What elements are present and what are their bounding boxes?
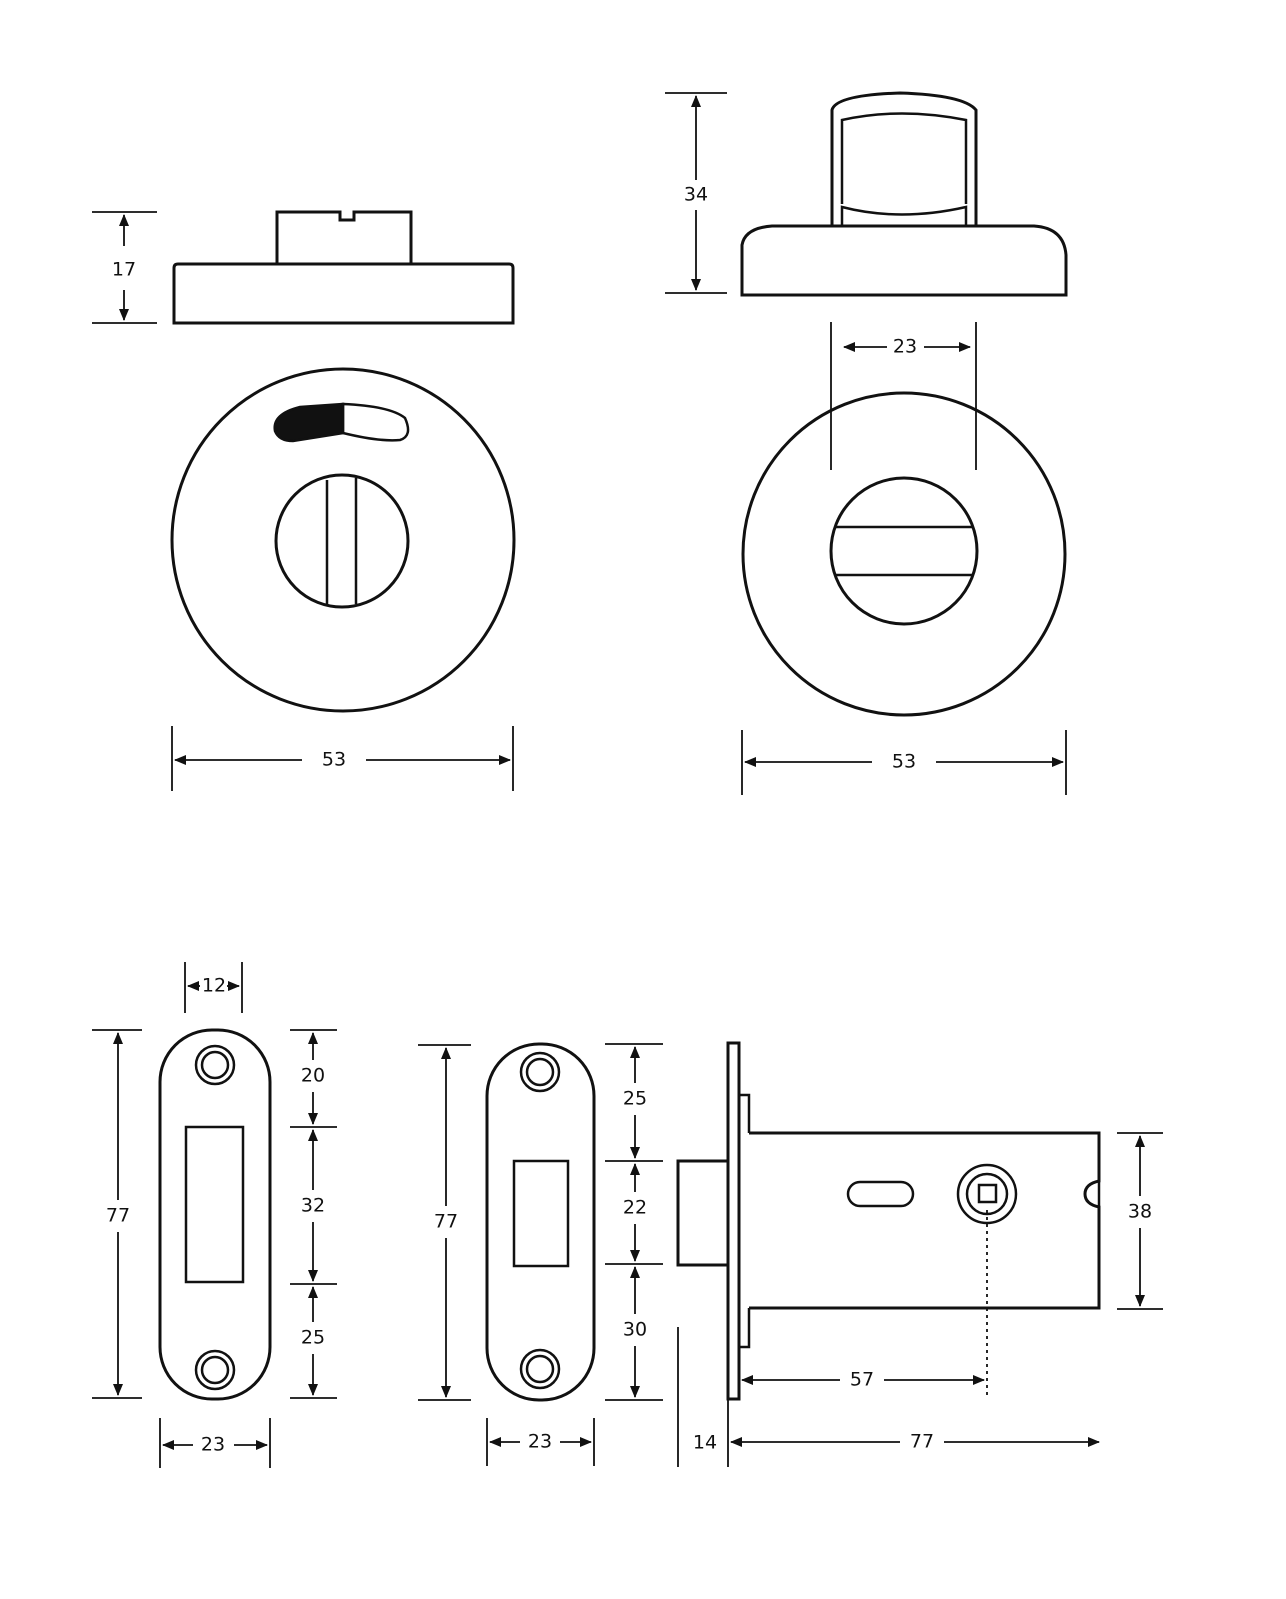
dim-label-backset: 57	[850, 1369, 874, 1391]
dim-label-forend-bottom: 30	[623, 1319, 647, 1341]
dimension-forend-height: 77	[418, 1044, 471, 1401]
dim-label-keep-slot-width: 12	[202, 975, 226, 997]
dimension-forend-segments: 25 22 30	[605, 1043, 663, 1401]
latch-side-view	[676, 1041, 1101, 1401]
dimension-backset: 57	[741, 1369, 985, 1391]
dim-label-release-height: 34	[684, 184, 708, 206]
dimension-release-height: 34	[665, 92, 727, 294]
dimension-release-knob-width: 23	[830, 322, 977, 470]
turn-side-view	[172, 210, 515, 325]
dim-label-keep-top: 20	[301, 1065, 325, 1087]
turn-face-view	[170, 367, 516, 713]
dim-label-bolt-projection: 14	[693, 1432, 717, 1454]
forend-plate	[485, 1042, 596, 1402]
dim-label-latch-case-height: 38	[1128, 1201, 1152, 1223]
dimension-turn-width: 53	[171, 726, 514, 791]
indicator-vacant-shape	[341, 402, 410, 442]
dim-label-forend-height: 77	[434, 1211, 458, 1233]
dimension-keep-slot-width: 12	[184, 962, 243, 1013]
dimension-keep-width: 23	[159, 1418, 271, 1468]
dimension-latch-case-height: 38	[1117, 1132, 1163, 1310]
dimension-keep-height: 77	[92, 1029, 142, 1399]
dimension-bolt-projection-and-length: 14 77	[677, 1327, 1100, 1467]
dim-label-keep-slot: 32	[301, 1195, 325, 1217]
dim-label-forend-width: 23	[528, 1431, 552, 1453]
dim-label-release-width: 53	[892, 751, 916, 773]
dimension-keep-segments: 20 32 25	[290, 1029, 337, 1399]
dimension-forend-width: 23	[486, 1418, 595, 1466]
dim-label-turn-height: 17	[112, 259, 136, 281]
dim-label-turn-width: 53	[322, 749, 346, 771]
dim-label-release-knob-width: 23	[893, 336, 917, 358]
dim-label-bolt-height: 22	[623, 1197, 647, 1219]
dimension-release-width: 53	[741, 730, 1067, 795]
dim-label-keep-bottom: 25	[301, 1327, 325, 1349]
dimension-turn-height: 17	[92, 211, 157, 324]
release-face-view	[741, 391, 1067, 717]
dim-label-keep-width: 23	[201, 1434, 225, 1456]
dim-label-latch-length: 77	[910, 1431, 934, 1453]
keep-plate	[158, 1028, 272, 1401]
dim-label-keep-height: 77	[106, 1205, 130, 1227]
release-side-view	[740, 91, 1068, 297]
dim-label-forend-top: 25	[623, 1088, 647, 1110]
indicator-engaged-shape	[273, 402, 345, 443]
